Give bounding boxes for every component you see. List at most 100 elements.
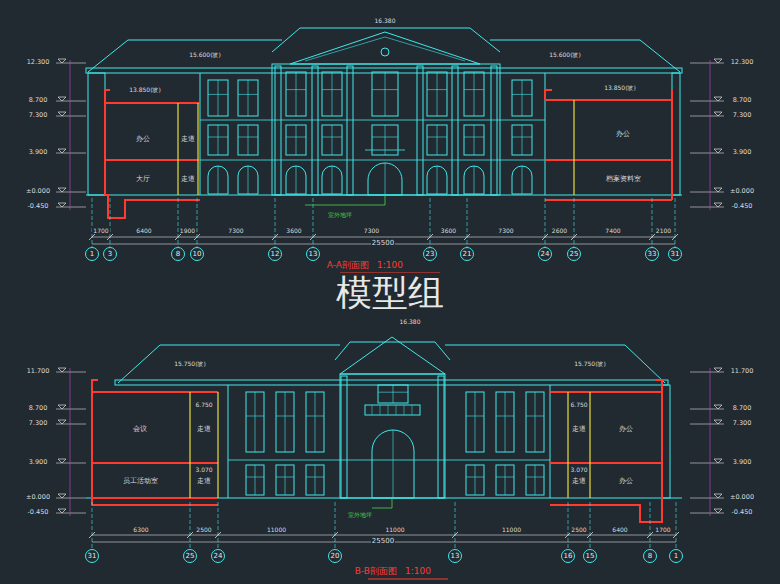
elevation-mark: ±0.000: [729, 494, 755, 501]
axis-bubble: 24: [211, 549, 225, 563]
window: [246, 465, 264, 495]
balcony-baluster: [404, 405, 405, 415]
window-mullion: [315, 392, 316, 452]
elevation-mark: 8.700: [28, 97, 49, 104]
section-wall: [567, 392, 568, 498]
window-mullion: [255, 465, 256, 495]
axis-number: 1: [90, 251, 94, 258]
outline: [550, 385, 551, 498]
roof: [335, 342, 450, 360]
section-parapet: [656, 380, 662, 392]
axis-number: 21: [463, 251, 472, 258]
level-line: [56, 116, 86, 117]
axis-line: [545, 198, 546, 247]
dimension: 11000: [501, 527, 522, 534]
elevation-mark: -0.450: [27, 203, 50, 210]
section-wall: [91, 392, 93, 505]
window: [496, 392, 514, 452]
window: [427, 125, 447, 155]
window-mullion: [437, 72, 438, 116]
level-line: [690, 409, 724, 410]
axis-bubble: 20: [328, 549, 342, 563]
level-line: [56, 409, 86, 410]
window-transom: [276, 416, 294, 417]
axis-bubble: 13: [306, 247, 320, 261]
window: [372, 125, 398, 155]
section-wall: [104, 103, 106, 195]
dimension: 2500: [570, 527, 587, 534]
axis-bubble: 25: [567, 247, 581, 261]
level-line: [690, 463, 724, 464]
arched-opening: [322, 166, 342, 194]
window-mullion: [332, 125, 333, 155]
level-line: [690, 424, 724, 425]
axis-line: [574, 198, 575, 247]
elevation-mark: ±0.000: [25, 188, 51, 195]
level-line: [690, 372, 724, 373]
window-mullion: [296, 125, 297, 155]
axis-number: 15: [586, 553, 595, 560]
elevation-mark: 8.700: [732, 97, 753, 104]
level-line: [690, 116, 724, 117]
dimension: 7300: [497, 228, 514, 235]
axis-bubble: 33: [645, 247, 659, 261]
window-transom: [246, 416, 264, 417]
window-transom: [322, 89, 342, 90]
pediment: [340, 337, 445, 374]
level-note: 15.750(坡): [173, 361, 207, 368]
level-note: 15.600(坡): [548, 52, 582, 59]
roof: [445, 345, 665, 383]
axis-number: 10: [193, 251, 202, 258]
balcony-rail: [365, 150, 405, 151]
window: [378, 385, 408, 403]
axis-bubble: 10: [190, 247, 204, 261]
elevation-mark: 8.700: [732, 405, 753, 412]
drawing-title: A-A剖面图: [326, 261, 370, 271]
window-mullion: [385, 163, 386, 195]
dimension: 6400: [135, 228, 152, 235]
room-name: 走道: [180, 176, 196, 184]
elevation-mark: 8.700: [28, 405, 49, 412]
window-mullion: [522, 80, 523, 116]
axis-bubble: 31: [85, 549, 99, 563]
drawing-scale: 1:100: [404, 567, 432, 577]
drawing-title: B-B剖面图: [354, 567, 398, 577]
elevation-mark: 11.700: [730, 368, 755, 375]
axis-line: [430, 198, 431, 247]
elevation-mark: 3.900: [732, 149, 753, 156]
window: [512, 80, 532, 116]
section-wall: [189, 392, 190, 498]
watermark: 模型组: [335, 273, 445, 313]
level-note: 15.750(坡): [573, 361, 607, 368]
window-transom: [427, 89, 447, 90]
elevation-mark: 3.900: [732, 459, 753, 466]
section-slab: [105, 102, 200, 104]
level-line: [56, 101, 86, 102]
window-transom: [427, 137, 447, 138]
level-line: [56, 463, 86, 464]
dimension-total: 25500: [371, 240, 395, 248]
dimension: 6400: [611, 527, 628, 534]
window-transom: [276, 477, 294, 478]
dimension: 3600: [285, 228, 302, 235]
window-mullion: [535, 392, 536, 452]
elevation-mark: -0.450: [731, 509, 754, 516]
window-mullion: [248, 166, 249, 194]
ground-note: 室外地坪: [327, 212, 353, 219]
center-block: [272, 64, 500, 195]
axis-line: [467, 198, 468, 247]
level-note: 6.750: [569, 402, 588, 409]
window-transom: [464, 137, 484, 138]
axis-number: 31: [671, 251, 680, 258]
level-symbol: [714, 97, 722, 101]
pilaster: [341, 376, 347, 498]
window-mullion: [474, 125, 475, 155]
level-line: [690, 498, 724, 499]
pilaster: [312, 66, 318, 195]
window-transom: [286, 89, 306, 90]
axis-bubble: 15: [583, 549, 597, 563]
window: [496, 465, 514, 495]
room-name: 办公: [618, 426, 634, 434]
section-foundation: [92, 504, 218, 506]
section-foundation: [545, 199, 672, 201]
